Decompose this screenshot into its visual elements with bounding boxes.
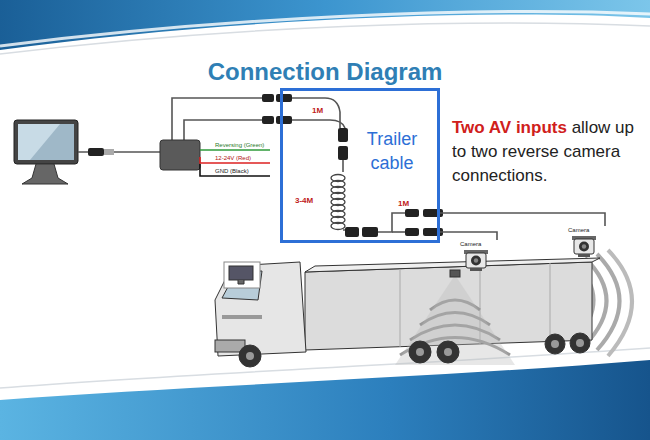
- coiled-cable: [331, 175, 345, 230]
- callout-highlight: Two AV inputs: [452, 118, 567, 137]
- av-cables: [78, 98, 405, 232]
- camera-label: Camera: [568, 226, 612, 234]
- connectors: [88, 94, 443, 237]
- camera-cable: [440, 232, 497, 240]
- cable-length: 3-4M: [295, 196, 313, 205]
- camera-icon: [568, 234, 600, 258]
- camera-cable: [440, 213, 605, 226]
- camera: Camera: [566, 226, 612, 258]
- diagram-title: Connection Diagram: [0, 58, 650, 86]
- truck: [215, 250, 632, 367]
- box-title: Trailer cable: [351, 127, 433, 175]
- wire-label: 12-24V (Red): [214, 155, 252, 162]
- wire-label: Reversing (Green): [214, 142, 265, 149]
- cable-length: 1M: [312, 106, 323, 115]
- camera-label: Camera: [460, 240, 504, 248]
- control-box: [160, 140, 270, 176]
- cable-length: 1M: [398, 199, 409, 208]
- callout-block: Two AV inputs allow up to two reverse ca…: [452, 116, 644, 188]
- camera-icon: [460, 248, 492, 272]
- camera: Camera: [458, 240, 504, 272]
- trailer-cable-box: Trailer cable: [280, 88, 440, 243]
- monitor: [14, 120, 78, 184]
- wire-label: GND (Black): [214, 168, 250, 175]
